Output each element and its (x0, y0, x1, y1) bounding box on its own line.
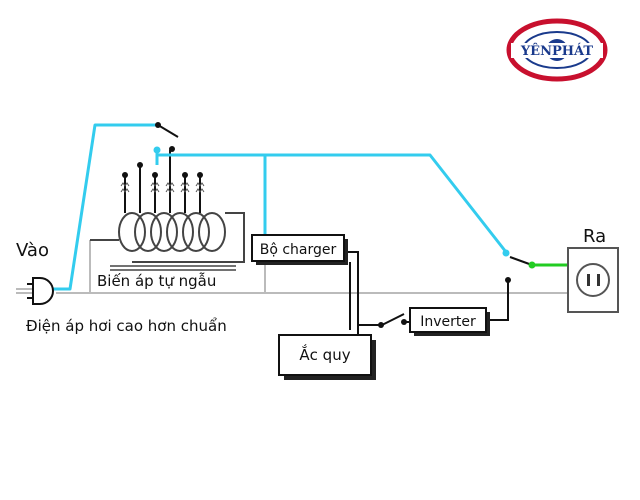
charger-block: Bộ charger (251, 234, 348, 265)
inverter-label: Inverter (420, 314, 476, 330)
charger-label: Bộ charger (260, 242, 337, 258)
company-logo: YÊNPHÁT (506, 18, 608, 82)
transformer-taps (124, 150, 201, 213)
logo-ring (506, 18, 608, 82)
dc-wiring (345, 251, 509, 335)
tap-selected-terminal (153, 146, 161, 154)
logo-text-band (511, 43, 603, 58)
battery-block: Ắc quy (278, 334, 376, 380)
tap-markings (120, 182, 205, 193)
transformer-coils (90, 212, 245, 271)
socket-pin-right (597, 274, 600, 286)
output-socket (567, 247, 619, 313)
transformer-label: Biến áp tự ngẫu (97, 272, 216, 290)
inverter-block: Inverter (409, 307, 490, 336)
socket-pin-left (587, 274, 590, 286)
bypass-line (157, 153, 508, 253)
logo-text: YÊNPHÁT (520, 43, 594, 59)
output-path (505, 256, 568, 283)
transfer-switch-terminal (502, 249, 510, 257)
transfer-switch-blade (509, 256, 533, 266)
input-label: Vào (16, 240, 49, 261)
battery-label: Ắc quy (299, 343, 350, 364)
inverter-switch-blade (381, 313, 405, 326)
output-label: Ra (583, 226, 606, 247)
socket-face (576, 263, 610, 297)
input-feed-line (52, 123, 158, 291)
voltage-note: Điện áp hơi cao hơn chuẩn (26, 317, 227, 335)
input-plug (27, 277, 54, 305)
tap-terminals (122, 162, 203, 178)
autotransformer (90, 150, 245, 271)
tap-selector-switch (155, 122, 179, 152)
